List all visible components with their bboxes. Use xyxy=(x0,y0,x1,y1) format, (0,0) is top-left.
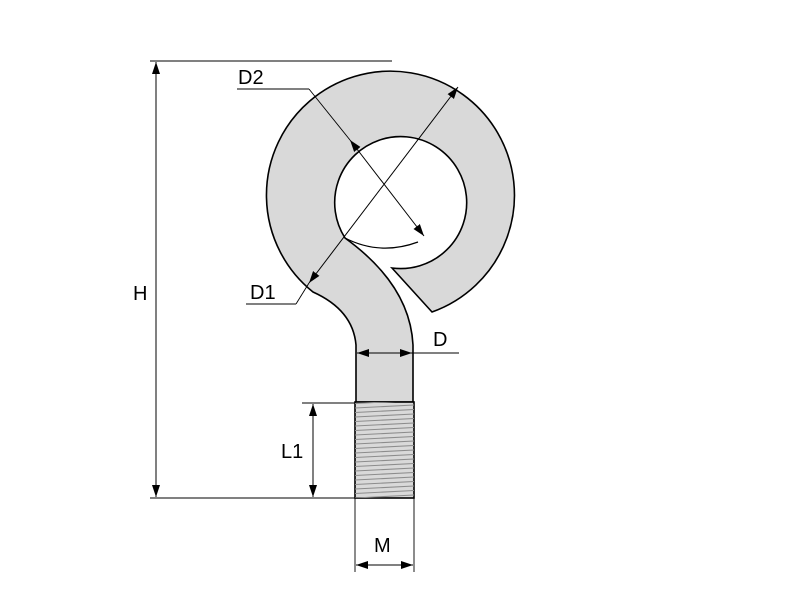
thread-line xyxy=(355,449,414,454)
thread-line xyxy=(355,408,414,414)
thread-line xyxy=(355,404,414,409)
l1-dimension: L1 xyxy=(281,402,355,497)
thread-line xyxy=(355,489,414,495)
thread-line xyxy=(355,462,414,468)
thread-line xyxy=(355,480,414,486)
thread-line xyxy=(355,485,414,490)
m-dimension: M xyxy=(354,498,415,572)
thread-line xyxy=(355,458,414,463)
d-dimension: D xyxy=(357,329,459,357)
thread-line xyxy=(355,426,414,432)
thread-line xyxy=(355,413,414,418)
h-label: H xyxy=(133,283,147,305)
thread-line xyxy=(355,500,414,503)
thread-line xyxy=(355,476,414,481)
thread-line xyxy=(355,435,414,441)
d2-label: D2 xyxy=(238,67,264,89)
thread-line xyxy=(355,440,414,445)
d1-dimension: D1 xyxy=(246,86,459,305)
thread-line xyxy=(355,494,414,498)
thread-line xyxy=(355,444,414,450)
threaded-section xyxy=(354,401,415,503)
h-dimension: H xyxy=(133,60,392,499)
thread-line xyxy=(355,422,414,427)
thread-line xyxy=(355,453,414,459)
m-label: M xyxy=(374,535,391,557)
thread-line xyxy=(355,402,396,405)
thread-line xyxy=(355,467,414,472)
d1-label: D1 xyxy=(250,282,276,304)
thread-line xyxy=(355,471,414,477)
thread-line xyxy=(355,431,414,436)
d-label: D xyxy=(433,329,447,351)
eye-ring xyxy=(265,70,516,403)
l1-label: L1 xyxy=(281,441,303,463)
thread-line xyxy=(355,417,414,423)
